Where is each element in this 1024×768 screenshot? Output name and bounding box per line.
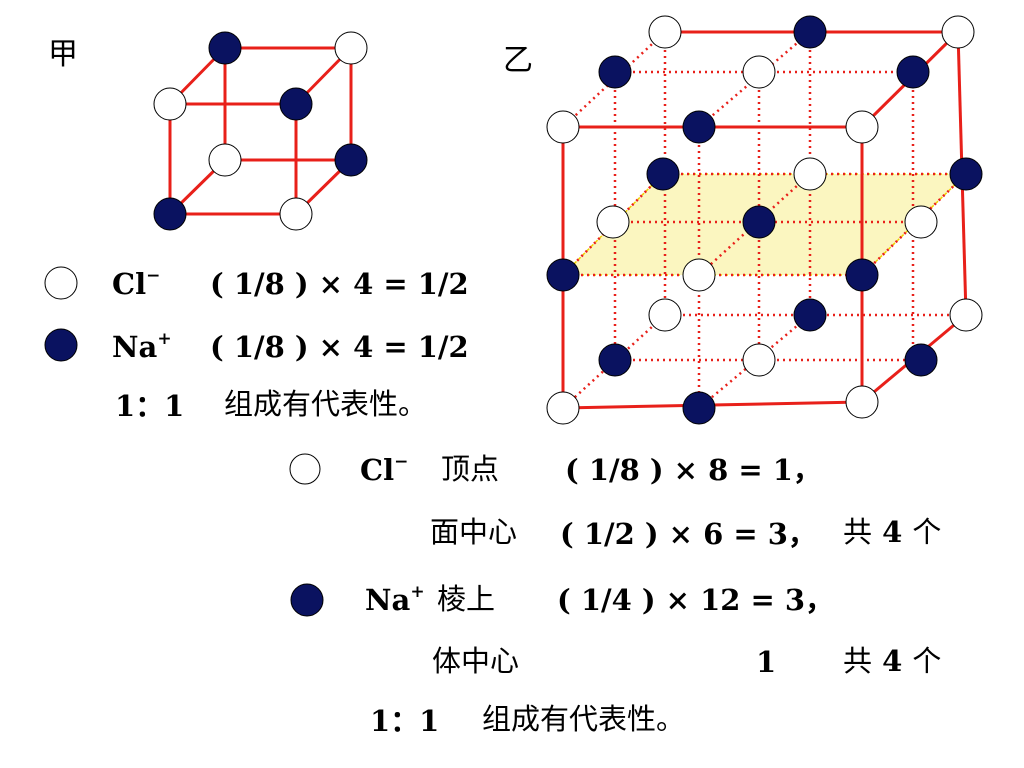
- unit-cube-jia: [168, 46, 353, 216]
- na-total: 共 4 个: [843, 647, 941, 676]
- cl-ion: [941, 15, 975, 49]
- cl-ion: [949, 298, 983, 332]
- cl-total-suffix: 个: [912, 515, 942, 549]
- cl-ion: [596, 205, 630, 239]
- label-jia: 甲: [48, 37, 78, 72]
- cl-label-bottom: Cl−: [360, 453, 408, 487]
- na-ion: [598, 55, 632, 89]
- na-position-edge: 棱上: [437, 582, 496, 616]
- na-ion: [208, 31, 242, 65]
- cl-total: 共 4 个: [843, 518, 941, 547]
- na-total-num: 4: [882, 644, 903, 678]
- cl-ion: [742, 343, 776, 377]
- cl-ion: [845, 385, 879, 419]
- na-sign: +: [410, 582, 425, 602]
- ratio-left: 1：1: [115, 389, 185, 423]
- na-formula: ( 1/8 ) × 4 = 1/2: [210, 330, 469, 364]
- na-ion: [646, 157, 680, 191]
- na-ion: [153, 197, 187, 231]
- cl-ion: [153, 87, 187, 121]
- na-ion: [742, 205, 776, 239]
- na-ion: [793, 298, 827, 332]
- cl-ion: [648, 298, 682, 332]
- na-sign: +: [157, 329, 172, 349]
- na-ion: [682, 110, 716, 144]
- ratio-note-left: 组成有代表性。: [224, 387, 428, 421]
- na-ion: [334, 143, 368, 177]
- cl-ion: [742, 55, 776, 89]
- cl-ion: [793, 157, 827, 191]
- na-ion: [904, 343, 938, 377]
- na-total-suffix: 个: [912, 644, 942, 678]
- na-ion: [598, 343, 632, 377]
- na-legend-icon: [44, 328, 78, 362]
- cl-total-prefix: 共: [843, 515, 873, 549]
- na-position-body: 体中心: [432, 644, 520, 678]
- na-symbol: Na: [112, 330, 158, 364]
- label-yi: 乙: [503, 43, 533, 78]
- atoms-jia: [153, 31, 368, 231]
- cl-ion: [682, 258, 716, 292]
- cl-sign: −: [146, 266, 161, 286]
- ratio-note-bottom: 组成有代表性。: [482, 702, 686, 736]
- na-ion: [793, 15, 827, 49]
- na-ion: [682, 391, 716, 425]
- cl-formula: ( 1/8 ) × 4 = 1/2: [210, 267, 469, 301]
- cl-symbol: Cl: [112, 267, 147, 301]
- cl-sign: −: [394, 452, 409, 472]
- cl-legend-text: Cl−: [112, 267, 160, 301]
- atoms-yi: [546, 15, 983, 425]
- cl-ion: [334, 31, 368, 65]
- cl-formula-face: ( 1/2 ) × 6 = 3，: [560, 517, 817, 551]
- na-formula-body: 1: [756, 645, 777, 679]
- na-ion: [845, 258, 879, 292]
- cl-ion: [546, 110, 580, 144]
- cl-ion: [648, 15, 682, 49]
- na-legend-text: Na+: [112, 330, 172, 364]
- cl-legend-icon: [44, 266, 78, 300]
- cl-ion: [279, 197, 313, 231]
- na-ion: [546, 258, 580, 292]
- cl-formula-vertex: ( 1/8 ) × 8 = 1，: [565, 453, 822, 487]
- na-ion: [949, 157, 983, 191]
- cl-ion: [546, 391, 580, 425]
- cl-ion: [208, 143, 242, 177]
- na-label-bottom: Na+: [365, 583, 425, 617]
- cl-position-vertex: 顶点: [441, 452, 500, 486]
- cl-ion: [904, 205, 938, 239]
- na-ion: [896, 55, 930, 89]
- na-symbol: Na: [365, 583, 411, 617]
- cl-ion: [845, 110, 879, 144]
- cl-position-face: 面中心: [430, 515, 518, 549]
- na-formula-edge: ( 1/4 ) × 12 = 3，: [557, 583, 835, 617]
- na-total-prefix: 共: [843, 644, 873, 678]
- ratio-bottom: 1：1: [370, 704, 440, 738]
- na-ion: [279, 87, 313, 121]
- cl-symbol: Cl: [360, 453, 395, 487]
- cl-legend-icon: [289, 453, 321, 485]
- na-legend-icon: [290, 583, 324, 617]
- cl-total-num: 4: [882, 515, 903, 549]
